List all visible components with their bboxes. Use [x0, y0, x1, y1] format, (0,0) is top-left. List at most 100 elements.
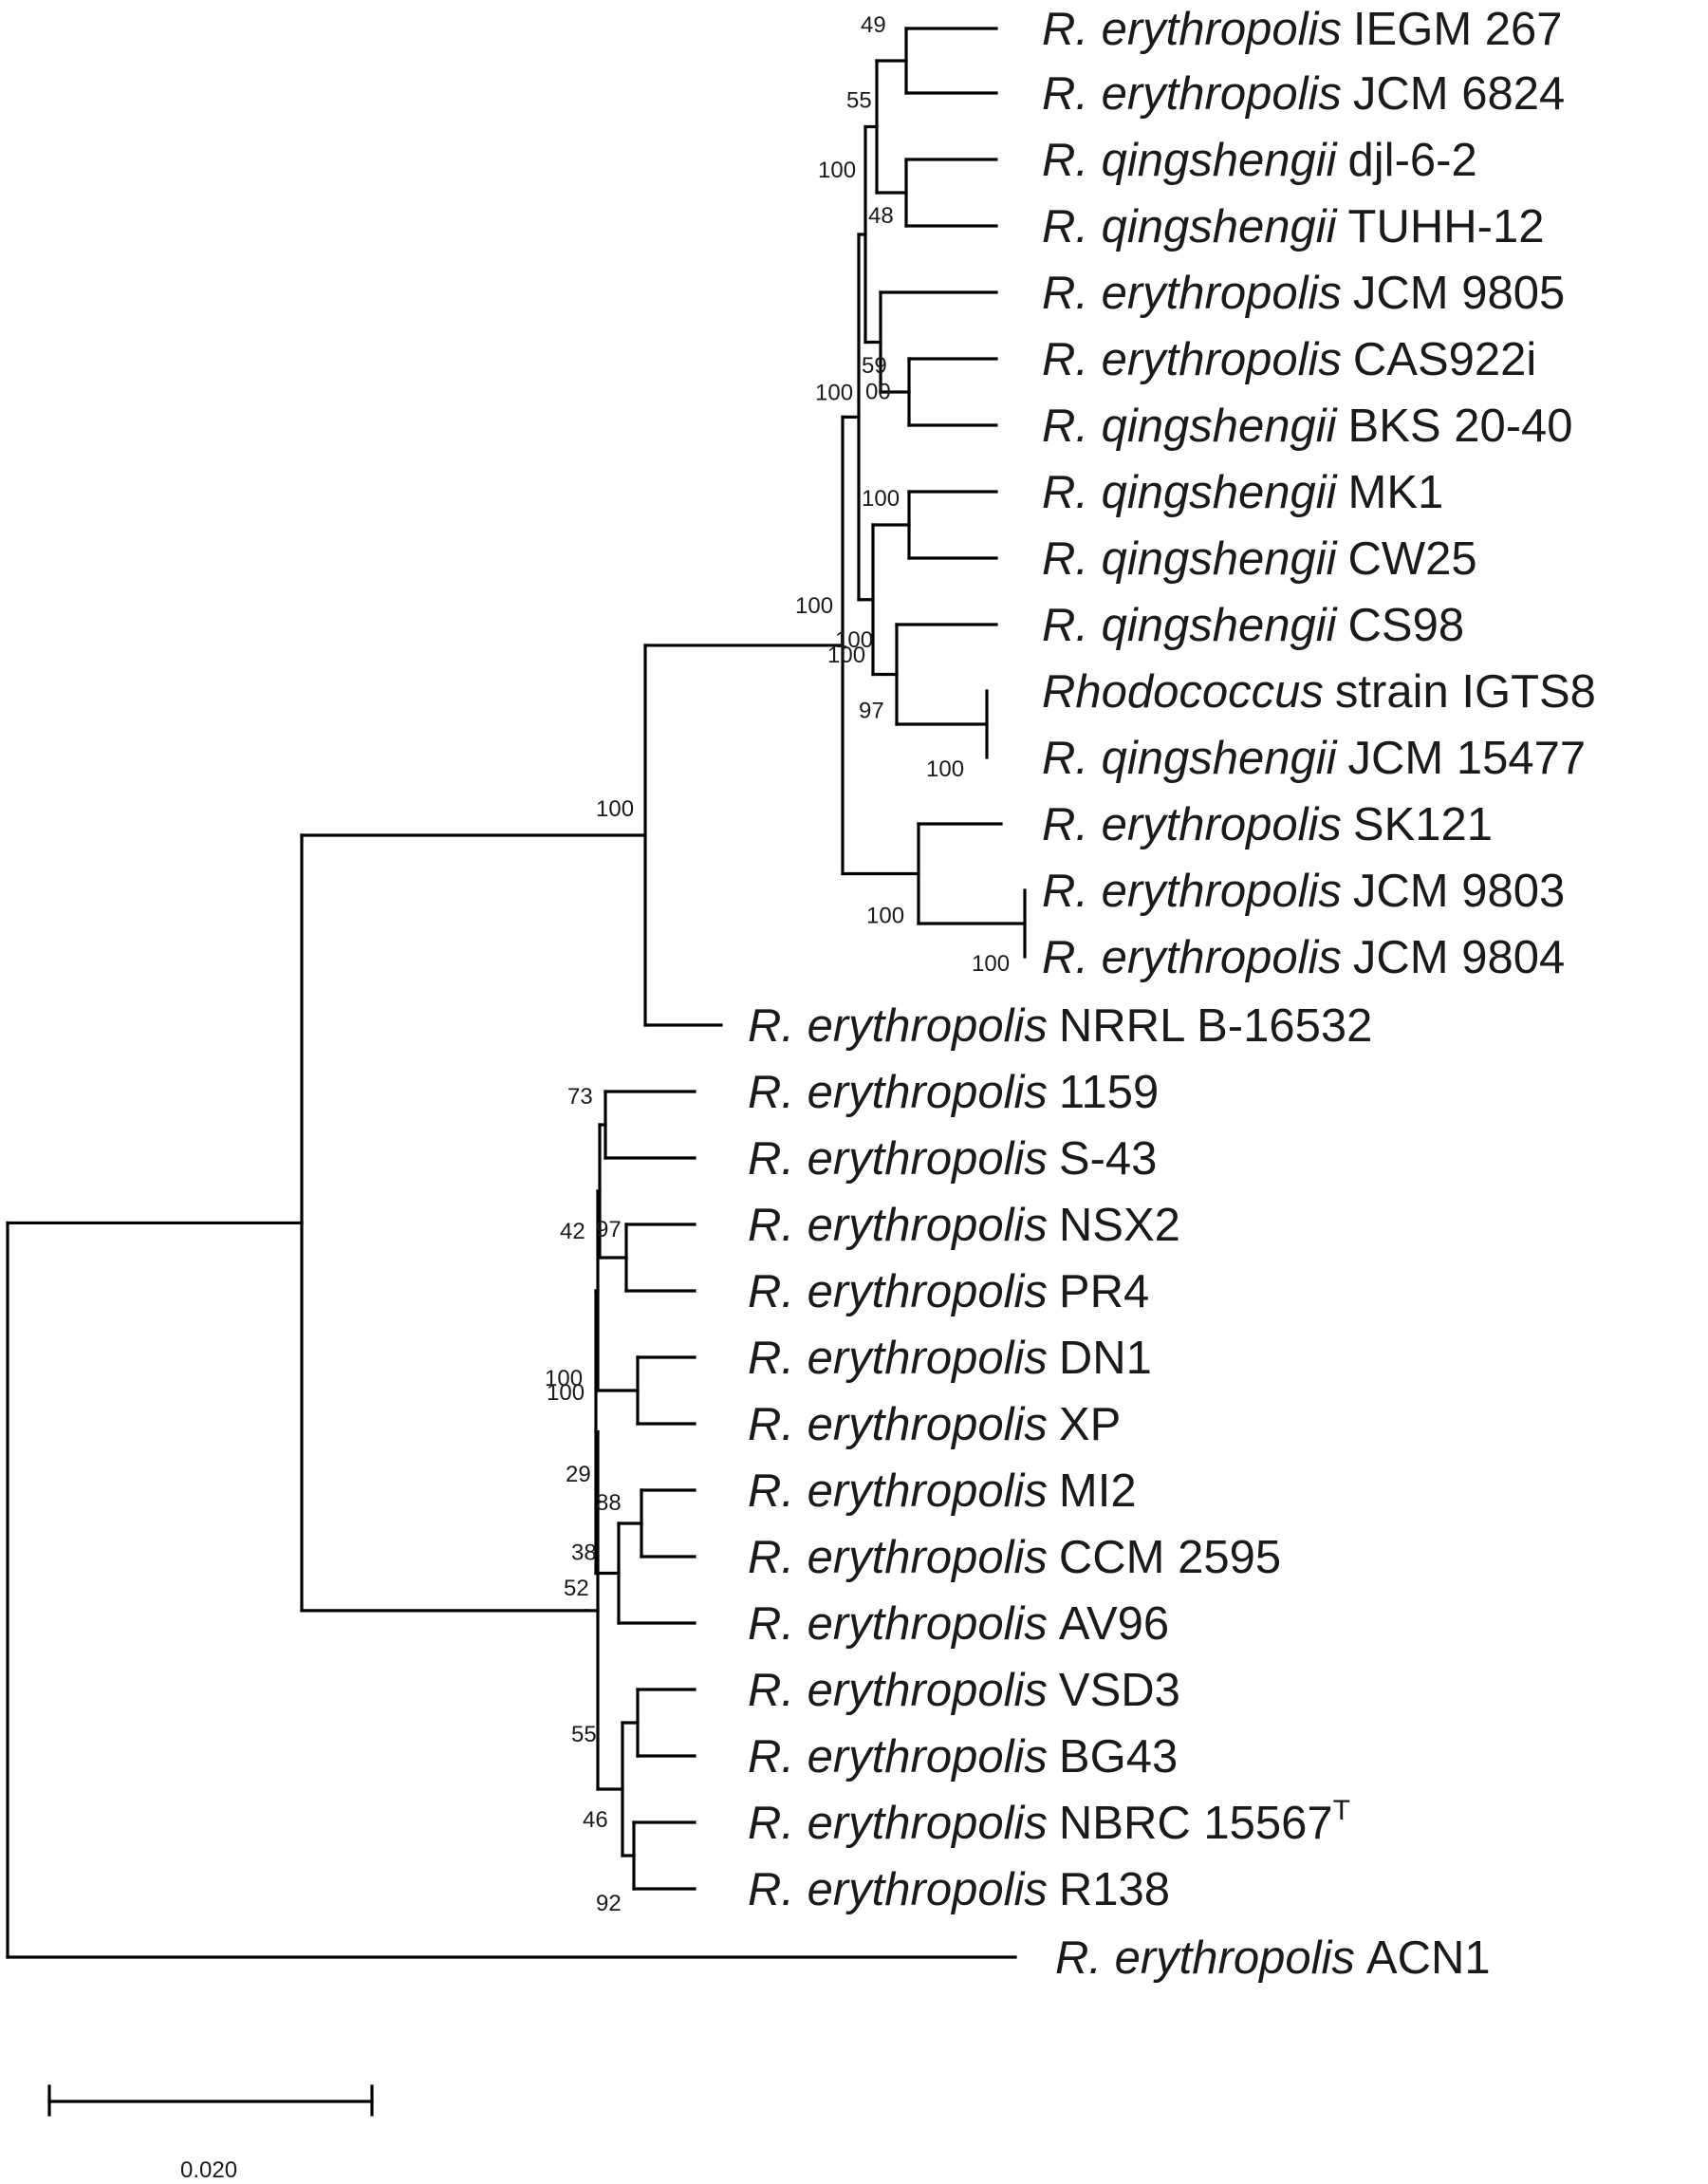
taxon-genus: R. erythropolis [1042, 68, 1342, 120]
taxon-genus: R. qingshengii [1042, 600, 1338, 651]
support-value-n_upper4: 100 [818, 158, 856, 183]
support-value-n_mi2_av96: 38 [571, 1540, 597, 1566]
support-value-n_cas_bks: 59 [862, 353, 887, 379]
support-value-n_mi2_ccm: 88 [596, 1490, 622, 1516]
taxon-genus: R. qingshengii [1042, 533, 1338, 585]
support-value-n_mi_vsd: 52 [564, 1576, 589, 1601]
taxon-genus: R. erythropolis [1042, 799, 1342, 850]
support-value-n_main_top-secondary: 100 [827, 643, 865, 668]
taxon-strain: XP [1059, 1399, 1121, 1450]
taxon-strain: JCM 9803 [1353, 866, 1565, 917]
taxon-genus: R. erythropolis [748, 1000, 1048, 1052]
taxon-strain: CCM 2595 [1059, 1532, 1281, 1583]
taxon-strain: R138 [1059, 1864, 1170, 1915]
taxon-strain: NBRC 15567 [1059, 1798, 1333, 1849]
support-value-n_upper_mid: 100 [545, 1366, 583, 1391]
support-value-n_igts_jcm15477: 100 [926, 756, 964, 782]
bootstrap-support-values: 4948555900100100100971001001001001001007… [545, 12, 1010, 1916]
support-value-n_mk1_cw25: 100 [862, 486, 900, 512]
taxon-genus: R. qingshengii [1042, 467, 1338, 518]
support-value-n_low: 46 [583, 1807, 608, 1833]
taxon-strain: SK121 [1353, 799, 1493, 850]
taxon-strain: VSD3 [1059, 1665, 1180, 1716]
taxon-genus: R. erythropolis [748, 1266, 1048, 1317]
taxon-genus: R. erythropolis [748, 1200, 1048, 1251]
taxon-strain: AV96 [1059, 1598, 1169, 1650]
taxon-strain: BG43 [1059, 1731, 1178, 1783]
taxon-genus: R. erythropolis [748, 1399, 1048, 1450]
taxon-genus: R. erythropolis [1055, 1932, 1355, 1984]
taxon-genus: R. erythropolis [748, 1731, 1048, 1783]
support-value-n_top_clade: 100 [596, 796, 634, 822]
support-value-n_dn1_xp: 100 [547, 1380, 585, 1406]
support-value-n_jcm9805_cas: 00 [865, 380, 891, 405]
support-value-n_cs98_igts: 97 [859, 699, 884, 724]
scale-bar: 0.020 [47, 2084, 374, 2183]
taxon-strain: ACN1 [1366, 1932, 1491, 1984]
taxon-genus: R. qingshengii [1042, 401, 1338, 452]
taxon-genus: R. erythropolis [748, 1333, 1048, 1384]
support-value-n_nsx2_pr4: 97 [596, 1217, 622, 1242]
taxon-strain: DN1 [1059, 1333, 1152, 1384]
tree-branches [6, 27, 1027, 1959]
taxon-strain: PR4 [1059, 1266, 1149, 1317]
taxon-strain: JCM 15477 [1348, 733, 1587, 784]
taxon-genus: R. erythropolis [748, 1067, 1048, 1118]
taxon-genus: R. qingshengii [1042, 201, 1338, 252]
support-value-n_jcm9803_9804: 100 [972, 951, 1010, 977]
support-value-n_upper7: 100 [815, 380, 853, 405]
taxon-strain: JCM 6824 [1353, 68, 1565, 120]
taxon-strain: S-43 [1059, 1133, 1158, 1185]
support-value-n_ieqm_jcm6824: 49 [861, 12, 886, 38]
support-value-n_mid_low: 29 [566, 1462, 591, 1487]
support-value-n_vsd3_bg43: 55 [571, 1722, 597, 1747]
type-strain-superscript: T [1333, 1795, 1350, 1826]
taxon-genus: R. erythropolis [748, 1133, 1048, 1185]
taxon-strain: BKS 20-40 [1348, 401, 1573, 452]
taxon-strain: CAS922i [1353, 334, 1536, 385]
taxon-genus: R. erythropolis [748, 1864, 1048, 1915]
taxon-genus: R. erythropolis [1042, 268, 1342, 319]
taxon-strain: TUHH-12 [1348, 201, 1545, 252]
taxon-strain: NSX2 [1059, 1200, 1180, 1251]
taxon-genus: R. erythropolis [748, 1798, 1048, 1849]
taxon-genus: R. qingshengii [1042, 733, 1338, 784]
support-value-n_nsx_1159: 42 [560, 1219, 585, 1244]
taxon-genus: Rhodococcus [1042, 666, 1324, 718]
support-value-n_sk121_grp: 100 [866, 904, 904, 929]
taxon-strain: strain IGTS8 [1335, 666, 1596, 718]
taxon-genus: R. erythropolis [748, 1598, 1048, 1650]
support-value-n_1159_s43: 73 [567, 1084, 593, 1110]
taxon-genus: R. erythropolis [1042, 334, 1342, 385]
taxon-strain: NRRL B-16532 [1059, 1000, 1372, 1052]
taxon-genus: R. erythropolis [748, 1465, 1048, 1517]
taxon-strain: CW25 [1348, 533, 1477, 585]
taxon-genus: R. erythropolis [1042, 4, 1342, 55]
taxon-strain: 1159 [1059, 1067, 1159, 1118]
taxon-genus: R. qingshengii [1042, 135, 1338, 186]
